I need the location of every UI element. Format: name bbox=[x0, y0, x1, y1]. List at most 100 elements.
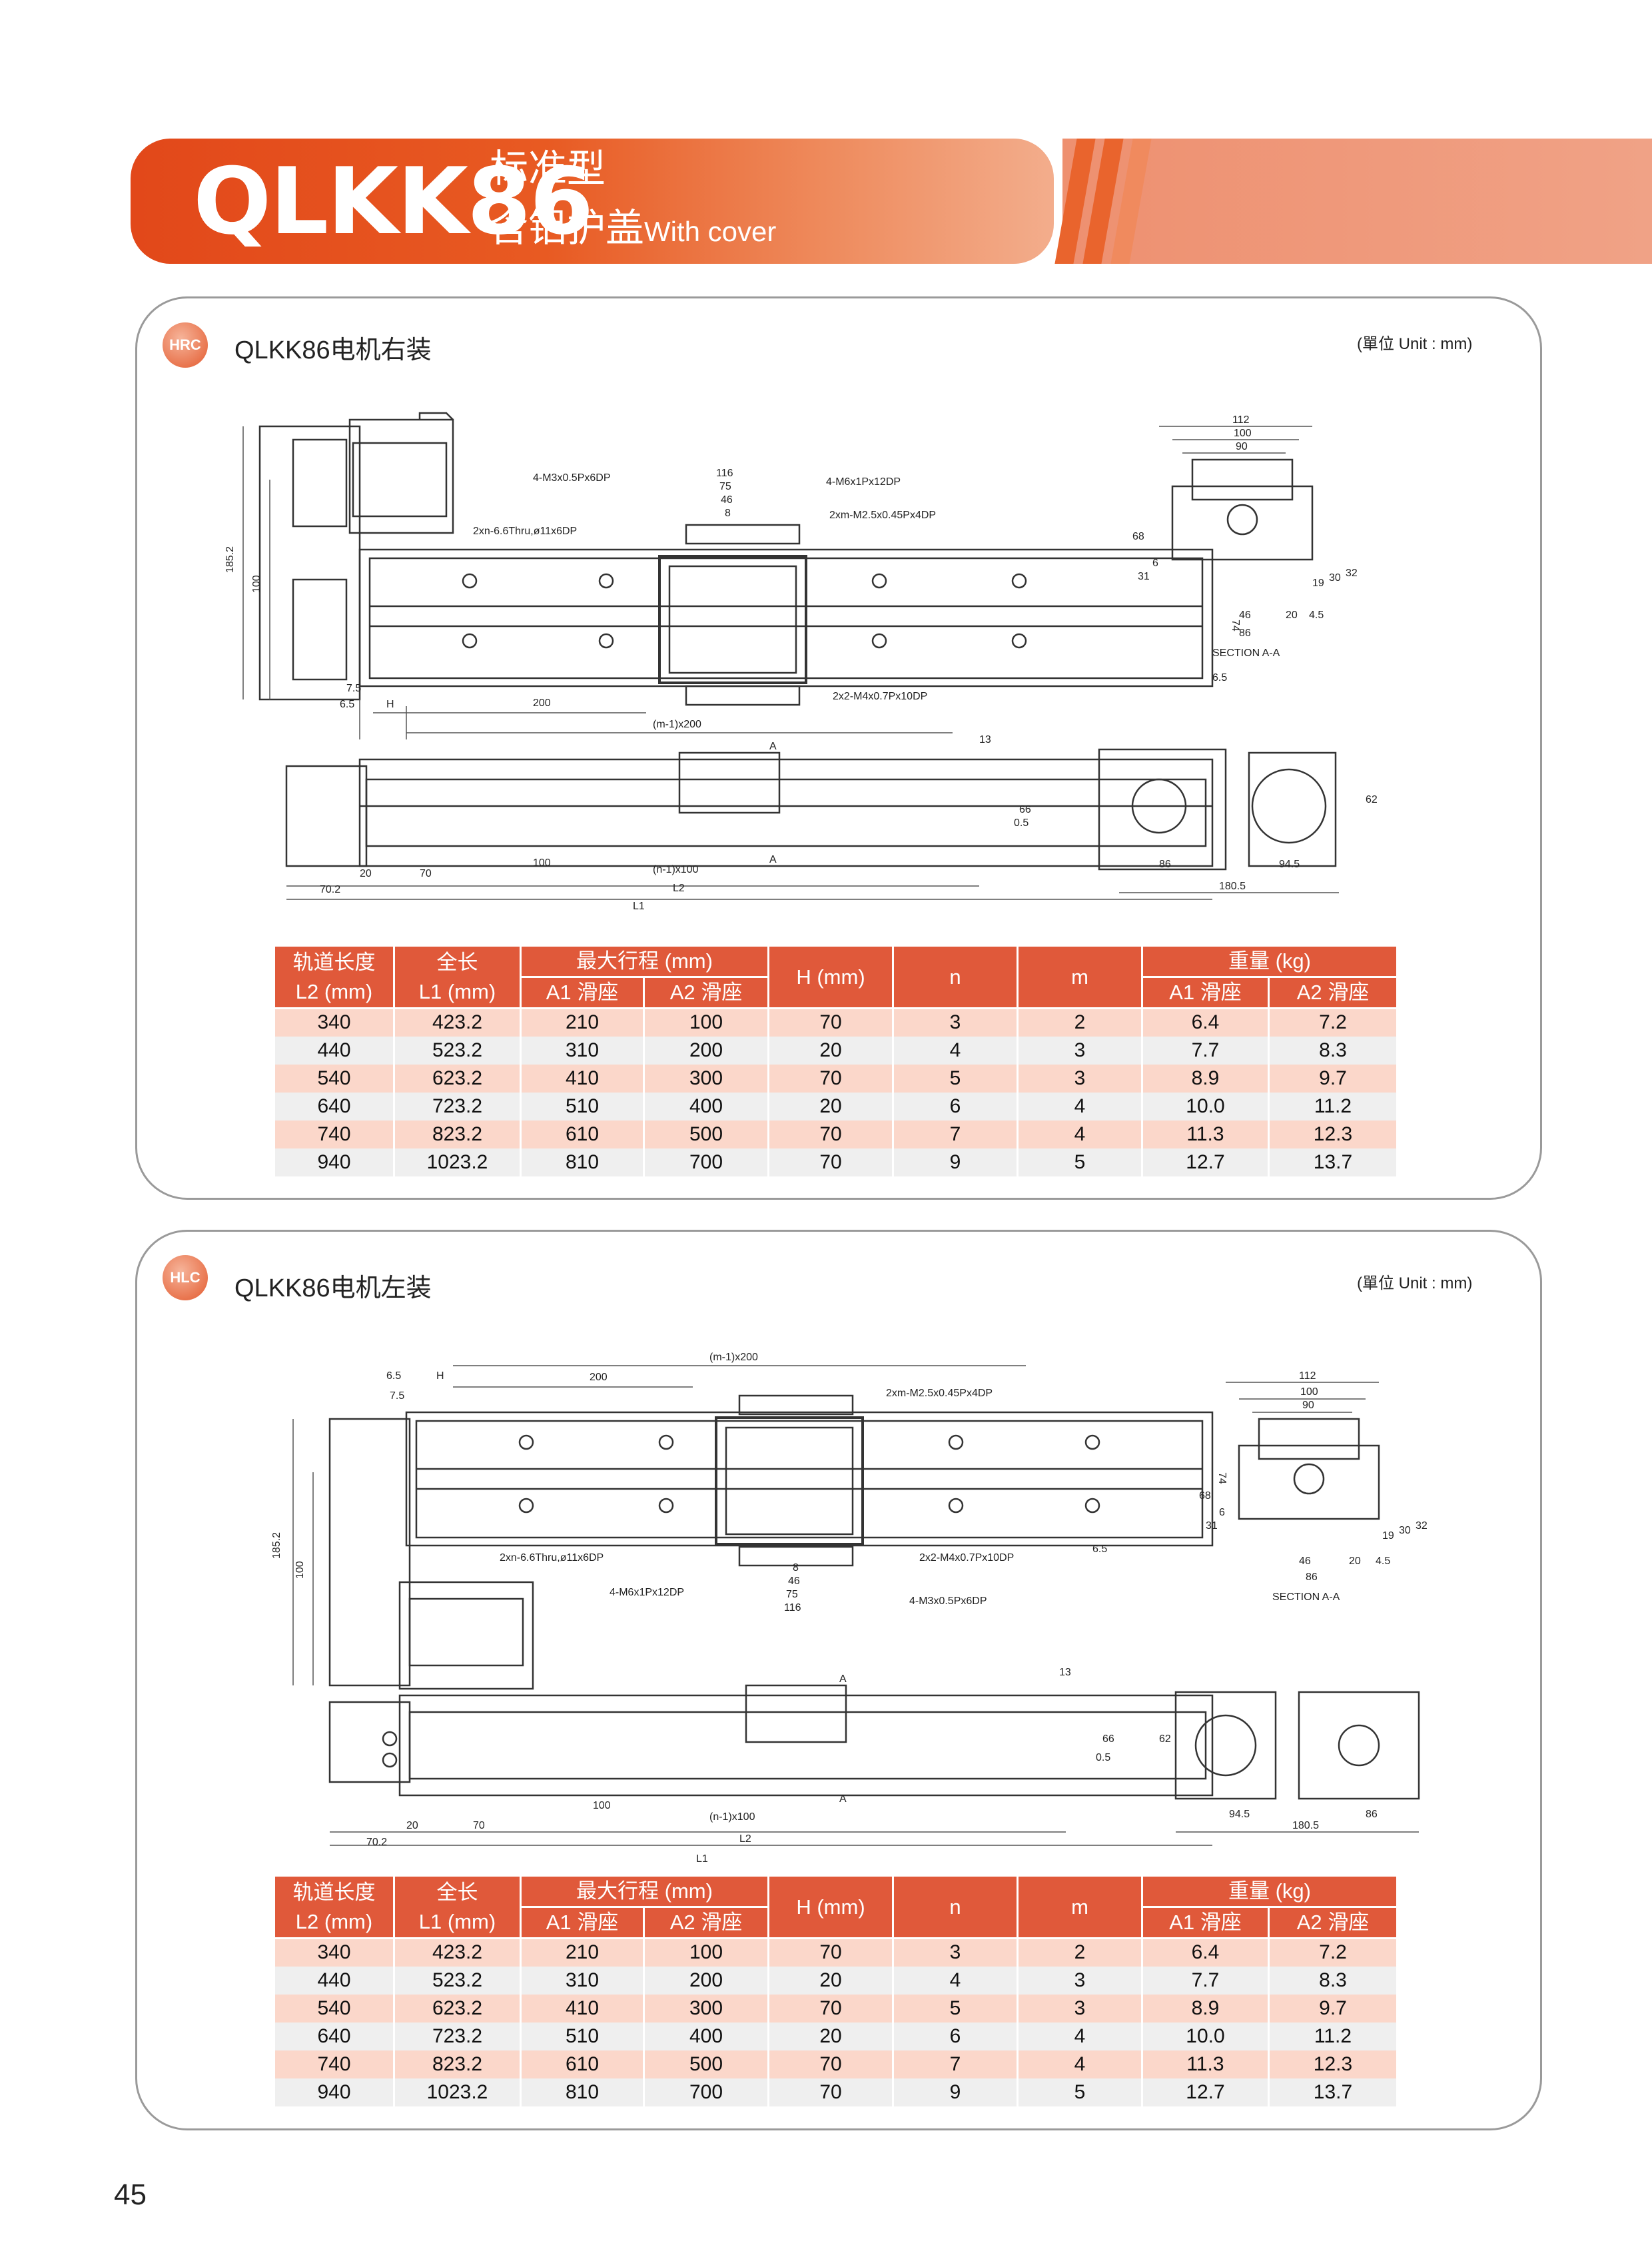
dim-label: 6 bbox=[1152, 558, 1158, 569]
table-cell: 3 bbox=[1017, 1064, 1143, 1093]
dim-label: 70 bbox=[420, 868, 432, 879]
table-cell: 70 bbox=[767, 1938, 894, 1967]
table-cell: 723.2 bbox=[393, 1092, 522, 1121]
table-cell: 740 bbox=[273, 1120, 395, 1148]
dim-label: 20 bbox=[360, 868, 372, 879]
dim-label: 13 bbox=[979, 734, 991, 745]
dim-label: 6.5 bbox=[1212, 672, 1227, 683]
table-cell: 810 bbox=[520, 1148, 645, 1176]
table-cell: 12.3 bbox=[1268, 2050, 1398, 2078]
section-mark: A bbox=[839, 1793, 847, 1805]
table-cell: 20 bbox=[767, 2022, 894, 2050]
dim-label: 4.5 bbox=[1376, 1556, 1390, 1567]
table-cell: 540 bbox=[273, 1064, 395, 1093]
dim-label: 46 bbox=[721, 494, 733, 506]
dim-label: 100 bbox=[593, 1800, 611, 1811]
hole-spec: 4-M3x0.5Px6DP bbox=[533, 472, 611, 484]
table-cell: 823.2 bbox=[393, 1120, 522, 1148]
dim-label: 112 bbox=[1299, 1370, 1316, 1382]
col-m: m bbox=[1017, 945, 1143, 1009]
dim-label: 7.5 bbox=[346, 683, 361, 694]
dim-label: 86 bbox=[1159, 859, 1171, 870]
dim-label: (m-1)x200 bbox=[709, 1352, 758, 1363]
table-cell: 300 bbox=[643, 1994, 769, 2023]
col-max-stroke: 最大行程 (mm) bbox=[520, 1875, 769, 1908]
dim-label: 75 bbox=[786, 1589, 798, 1600]
hole-spec: 2xn-6.6Thru,ø11x6DP bbox=[473, 526, 577, 537]
table-cell: 3 bbox=[892, 1008, 1019, 1037]
dim-label: 46 bbox=[788, 1576, 800, 1587]
col-n: n bbox=[892, 945, 1019, 1009]
dim-label: 70 bbox=[473, 1820, 485, 1831]
drawing-motor-left: (m-1)x200 6.5 7.5 H 200 2xm-M2.5x0.45Px4… bbox=[271, 1352, 1428, 1865]
table-cell: 940 bbox=[273, 2078, 395, 2106]
table-cell: 510 bbox=[520, 1092, 645, 1121]
table-cell: 440 bbox=[273, 1036, 395, 1065]
hole-spec: 2xn-6.6Thru,ø11x6DP bbox=[500, 1552, 604, 1564]
table-cell: 100 bbox=[643, 1008, 769, 1037]
table-cell: 6 bbox=[892, 2022, 1019, 2050]
table-cell: 200 bbox=[643, 1036, 769, 1065]
table-cell: 7.7 bbox=[1141, 1966, 1270, 1995]
table-cell: 4 bbox=[1017, 1092, 1143, 1121]
table-cell: 7 bbox=[892, 2050, 1019, 2078]
dim-label: 100 bbox=[251, 575, 262, 593]
col-h: H (mm) bbox=[767, 1875, 894, 1939]
dim-label: 180.5 bbox=[1292, 1820, 1319, 1831]
title-banner bbox=[131, 139, 1054, 264]
table-cell: 640 bbox=[273, 1092, 395, 1121]
table-cell: 20 bbox=[767, 1966, 894, 1995]
unit-note: (單位 Unit : mm) bbox=[1357, 335, 1473, 353]
dim-label: L1 bbox=[696, 1853, 708, 1865]
dim-label: 90 bbox=[1236, 441, 1248, 452]
table-cell: 20 bbox=[767, 1036, 894, 1065]
dim-label: 185.2 bbox=[224, 546, 236, 573]
table-cell: 70 bbox=[767, 2050, 894, 2078]
table-cell: 2 bbox=[1017, 1008, 1143, 1037]
table-cell: 340 bbox=[273, 1938, 395, 1967]
table-cell: 940 bbox=[273, 1148, 395, 1176]
table-cell: 6.4 bbox=[1141, 1008, 1270, 1037]
dim-label: 20 bbox=[1349, 1556, 1361, 1567]
table-cell: 10.0 bbox=[1141, 2022, 1270, 2050]
table-cell: 723.2 bbox=[393, 2022, 522, 2050]
table-cell: 11.3 bbox=[1141, 1120, 1270, 1148]
table-cell: 523.2 bbox=[393, 1966, 522, 1995]
table-cell: 11.3 bbox=[1141, 2050, 1270, 2078]
table-cell: 310 bbox=[520, 1966, 645, 1995]
dim-label: 7.5 bbox=[390, 1390, 404, 1402]
section-badge: HRC bbox=[163, 322, 208, 368]
table-cell: 13.7 bbox=[1268, 1148, 1398, 1176]
table-cell: 8.9 bbox=[1141, 1064, 1270, 1093]
hole-spec: 2xm-M2.5x0.45Px4DP bbox=[829, 510, 936, 521]
table-cell: 100 bbox=[643, 1938, 769, 1967]
table-cell: 423.2 bbox=[393, 1008, 522, 1037]
table-cell: 823.2 bbox=[393, 2050, 522, 2078]
dim-label: 6.5 bbox=[340, 699, 354, 710]
dim-label: 20 bbox=[1286, 610, 1298, 621]
table-cell: 700 bbox=[643, 2078, 769, 2106]
dim-label: 13 bbox=[1059, 1667, 1071, 1678]
col-stroke-a1: A1 滑座 bbox=[520, 1906, 645, 1939]
table-cell: 11.2 bbox=[1268, 1092, 1398, 1121]
dim-label: 112 bbox=[1232, 414, 1250, 426]
dim-label: 20 bbox=[406, 1820, 418, 1831]
dim-label: 32 bbox=[1416, 1520, 1428, 1532]
table-cell: 1023.2 bbox=[393, 1148, 522, 1176]
dim-label: L2 bbox=[673, 883, 685, 894]
dim-label: L1 bbox=[633, 901, 645, 912]
dim-label: 46 bbox=[1239, 610, 1251, 621]
